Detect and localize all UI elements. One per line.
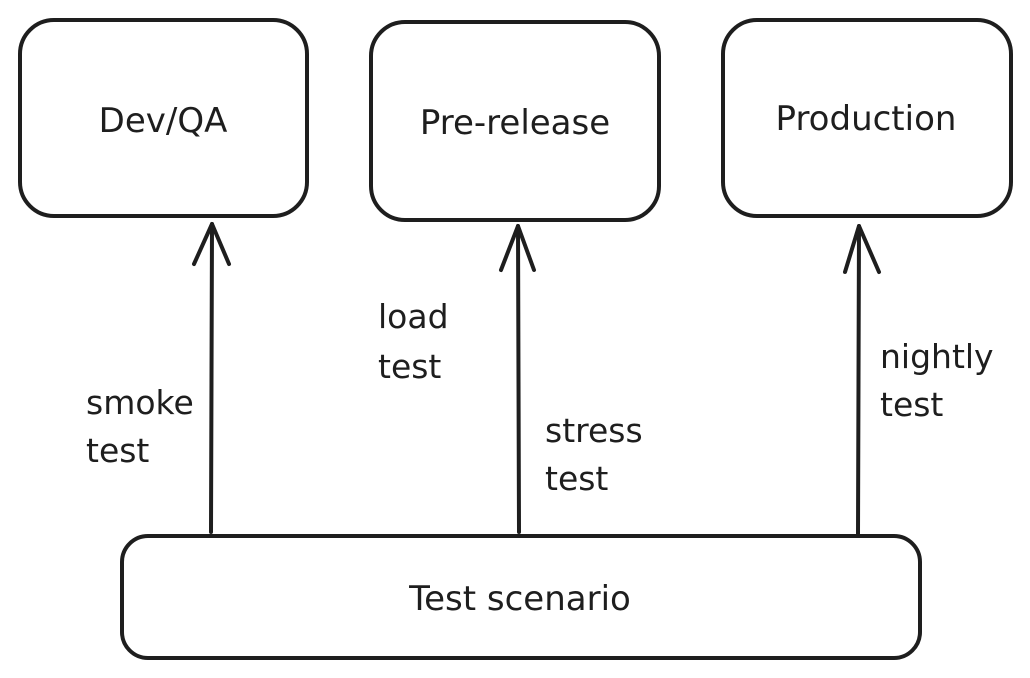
arrowhead-icon	[843, 224, 881, 274]
source-box-outline	[120, 534, 922, 660]
edge-label-line: stress	[545, 411, 643, 450]
arrow-to-dev-qa	[192, 222, 231, 534]
edge-label-line: smoke	[86, 383, 194, 422]
arrow-to-pre-release	[499, 224, 536, 534]
arrow-to-production	[843, 224, 881, 536]
edge-label-stress-test: stress test	[545, 411, 643, 498]
edge-label-line: test	[880, 385, 943, 424]
arrow-shaft	[856, 224, 861, 536]
edge-label-line: test	[545, 459, 608, 498]
stage-label-dev-qa: Dev/QA	[99, 101, 228, 141]
edge-label-load-test: load test	[378, 297, 449, 386]
edge-label-line: test	[378, 347, 441, 386]
stage-box-pre-release-outline	[369, 20, 661, 222]
edge-label-line: load	[378, 297, 449, 336]
source-box-test-scenario[interactable]: Test scenario	[120, 534, 922, 660]
edge-label-line: test	[86, 431, 149, 470]
arrow-shaft	[209, 222, 214, 534]
arrowhead-icon	[192, 222, 231, 266]
source-label: Test scenario	[408, 579, 631, 619]
stage-box-production-outline	[721, 18, 1013, 218]
arrow-shaft	[516, 224, 521, 534]
stage-label-pre-release: Pre-release	[420, 103, 610, 143]
stage-box-pre-release[interactable]: Pre-release	[369, 20, 661, 222]
stage-box-dev-qa-outline	[18, 18, 309, 218]
edge-label-line: nightly	[880, 337, 994, 376]
stage-box-dev-qa[interactable]: Dev/QA	[18, 18, 309, 218]
arrowhead-icon	[499, 224, 536, 272]
stage-box-production[interactable]: Production	[721, 18, 1013, 218]
edge-label-smoke-test: smoke test	[86, 383, 194, 470]
stage-label-production: Production	[776, 99, 957, 139]
edge-label-nightly-test: nightly test	[880, 337, 994, 424]
